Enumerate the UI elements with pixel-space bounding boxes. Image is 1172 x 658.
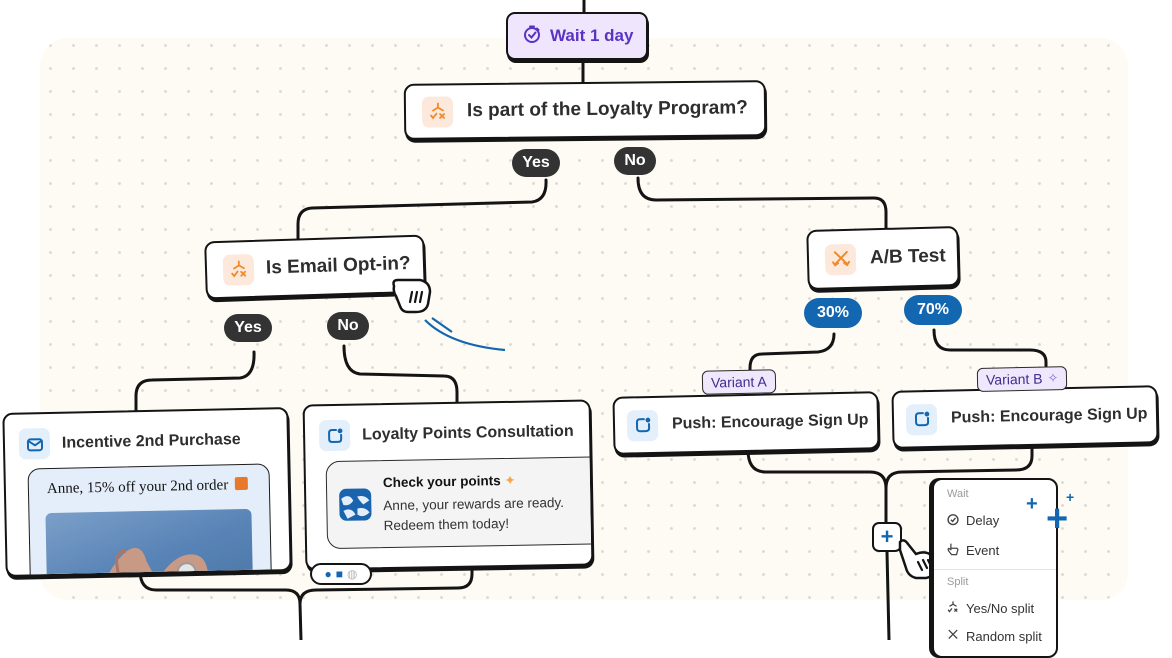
mail-icon xyxy=(18,428,51,460)
menu-item-yes-no-split[interactable]: Yes/No split xyxy=(946,600,1034,617)
plus-sparkle-icon: + xyxy=(1046,498,1069,540)
sparkle-icon: ✧ xyxy=(1047,370,1059,386)
variant-b-badge: Variant B ✧ xyxy=(976,366,1068,392)
stopwatch-icon xyxy=(946,512,960,529)
email-preview[interactable]: Anne, 15% off your 2nd order xyxy=(27,463,273,577)
yes-no-split-icon xyxy=(946,600,960,617)
email-split-node[interactable]: Is Email Opt-in? xyxy=(204,234,426,300)
push-preview[interactable]: Check your points ✦ Anne, your rewards a… xyxy=(325,456,594,550)
variant-a-push-node[interactable]: Push: Encourage Sign Up xyxy=(612,391,880,455)
branch-70-percent[interactable]: 70% xyxy=(904,295,962,325)
menu-section-split: Split xyxy=(947,576,969,588)
email-action-card[interactable]: Incentive 2nd Purchase Anne, 15% off you… xyxy=(2,407,292,577)
ab-test-node[interactable]: A/B Test xyxy=(806,226,960,290)
menu-item-event[interactable]: Event xyxy=(946,542,999,559)
loyalty-split-label: Is part of the Loyalty Program? xyxy=(466,97,748,122)
push-notification-icon xyxy=(905,403,938,435)
menu-item-yes-no-label: Yes/No split xyxy=(966,601,1035,616)
random-split-icon xyxy=(946,628,960,645)
wait-label: Wait 1 day xyxy=(550,26,634,45)
branch-yes-loyalty[interactable]: Yes xyxy=(512,149,560,177)
notification-body: Anne, your rewards are ready. Redeem the… xyxy=(383,494,565,534)
yes-no-split-icon xyxy=(421,95,454,128)
variant-b-push-node[interactable]: Push: Encourage Sign Up xyxy=(891,385,1159,449)
gift-icon xyxy=(234,476,249,491)
wait-node[interactable]: Wait 1 day xyxy=(506,12,648,60)
menu-divider xyxy=(934,569,1056,570)
push-action-card[interactable]: Loyalty Points Consultation Check your p… xyxy=(302,399,594,571)
email-card-title: Incentive 2nd Purchase xyxy=(61,430,241,452)
menu-item-event-label: Event xyxy=(966,543,1000,558)
branch-30-percent[interactable]: 30% xyxy=(804,298,862,328)
random-split-icon xyxy=(824,243,857,276)
email-subject: Anne, 15% off your 2nd order xyxy=(46,477,229,498)
stopwatch-icon xyxy=(522,24,542,49)
app-logo-icon xyxy=(339,488,372,521)
variant-a-title: Push: Encourage Sign Up xyxy=(671,411,869,433)
sparkle-icon: ✦ xyxy=(504,472,516,489)
hand-with-rings-photo xyxy=(45,508,254,577)
hand-pointer-icon xyxy=(946,542,960,559)
ab-test-label: A/B Test xyxy=(869,245,946,269)
variant-b-title: Push: Encourage Sign Up xyxy=(950,405,1148,427)
plus-sparkle-icon: + xyxy=(1066,489,1075,505)
branch-no-email[interactable]: No xyxy=(327,312,369,340)
add-step-button[interactable]: + xyxy=(872,522,902,552)
branch-yes-email[interactable]: Yes xyxy=(224,314,272,342)
menu-item-random-label: Random split xyxy=(966,629,1042,644)
add-step-menu: Wait Delay Event Split Yes/No split Rand… xyxy=(932,478,1058,658)
apple-icon: ● xyxy=(324,567,332,581)
menu-item-delay[interactable]: Delay xyxy=(946,512,999,529)
variant-b-label: Variant B xyxy=(985,370,1043,388)
menu-section-wait: Wait xyxy=(947,488,969,500)
push-notification-icon xyxy=(318,419,351,452)
menu-item-delay-label: Delay xyxy=(966,513,1000,528)
loyalty-split-node[interactable]: Is part of the Loyalty Program? xyxy=(403,80,767,140)
push-notification-icon xyxy=(626,409,659,441)
push-card-title: Loyalty Points Consultation xyxy=(361,422,574,443)
yes-no-split-icon xyxy=(222,253,255,286)
android-icon: ■ xyxy=(335,567,343,581)
variant-a-badge: Variant A xyxy=(701,369,777,395)
notification-title: Check your points xyxy=(382,473,501,491)
hand-cursor-icon xyxy=(390,276,434,321)
variant-a-label: Variant A xyxy=(710,373,767,391)
plus-sparkle-icon: + xyxy=(1026,493,1038,515)
menu-item-random-split[interactable]: Random split xyxy=(946,628,1042,645)
platform-badges[interactable]: ● ■ ◍ xyxy=(310,563,372,585)
web-icon: ◍ xyxy=(347,567,358,581)
branch-no-loyalty[interactable]: No xyxy=(614,147,656,175)
